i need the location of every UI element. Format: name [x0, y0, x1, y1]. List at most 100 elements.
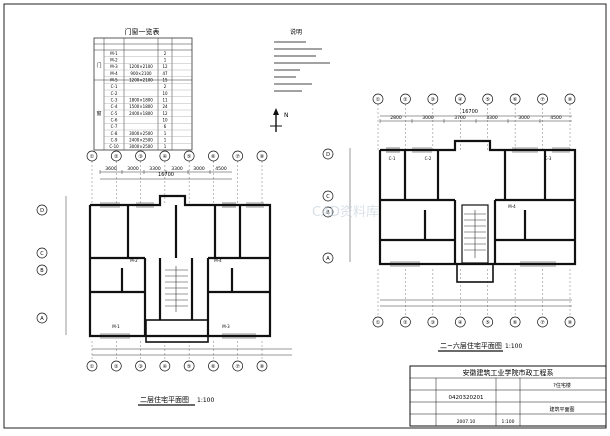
- table-row-qty: 12: [162, 111, 168, 116]
- dimension-label: 4500: [550, 115, 562, 121]
- axis-bubble: [322, 148, 334, 160]
- axis-label: A: [326, 256, 330, 262]
- project-name: ?住宅楼: [553, 382, 571, 389]
- table-row-code: C-1: [111, 84, 118, 89]
- axis-label: ⑥: [211, 154, 216, 160]
- table-row-qty: 24: [162, 104, 168, 109]
- axis-bubble: [208, 360, 219, 372]
- right-overall-width: 16700: [462, 109, 478, 115]
- drawing-number: 0420320201: [449, 395, 484, 401]
- axis-label: ①: [376, 320, 381, 326]
- axis-label: ④: [458, 97, 463, 103]
- table-row-size: 1500×1800: [129, 104, 153, 109]
- north-arrow: N: [270, 108, 289, 132]
- table-row-code: M-4: [110, 71, 118, 76]
- table-row-code: M-2: [110, 58, 118, 63]
- table-row-qty: 1: [164, 144, 167, 149]
- axis-label: ①: [376, 97, 381, 103]
- room-tag: C-3: [545, 156, 552, 161]
- table-row-code: C-5: [111, 111, 118, 116]
- axis-label: ②: [114, 154, 119, 160]
- room-tag: M-1: [112, 324, 120, 329]
- axis-label: ⑤: [187, 364, 191, 370]
- axis-label: ③: [138, 154, 142, 160]
- school-name: 安徽建筑工业学院市政工程系: [463, 368, 554, 377]
- axis-bubble: [564, 93, 576, 105]
- axis-label: D: [326, 152, 330, 158]
- table-row-code: C-8: [111, 131, 118, 136]
- axis-bubble: [232, 360, 244, 372]
- axis-bubble: [564, 316, 576, 328]
- axis-bubble: [159, 360, 171, 372]
- axis-bubble: [400, 316, 411, 328]
- table-row-code: M-1: [110, 51, 118, 56]
- room-tag: M-2: [130, 258, 138, 263]
- axis-bubble: [135, 360, 146, 372]
- axis-label: ③: [431, 97, 435, 103]
- sheet-border: [3, 3, 607, 429]
- left-plan-title: 二层住宅平面图: [140, 395, 189, 404]
- table-row-code: C-2: [111, 91, 118, 96]
- table-row-size: 1200×2100: [129, 64, 153, 69]
- axis-bubble: [36, 204, 48, 216]
- axis-bubble: [509, 93, 521, 105]
- table-row-code: C-7: [111, 124, 118, 129]
- left-overall-width: 16700: [158, 172, 174, 178]
- table-row-code: C-10: [109, 144, 119, 149]
- table-row-qty: 47: [162, 71, 168, 76]
- axis-label: ⑧: [260, 154, 265, 160]
- axis-label: ⑤: [187, 154, 191, 160]
- axis-bubble: [427, 316, 439, 328]
- table-row-qty: 10: [162, 118, 168, 123]
- title-date: 2007.10: [457, 419, 476, 425]
- axis-bubble: [110, 150, 122, 162]
- axis-label: ⑥: [513, 97, 518, 103]
- axis-label: B: [326, 210, 330, 216]
- axis-label: ⑦: [540, 97, 545, 103]
- axis-bubble: [86, 150, 98, 162]
- axis-label: ②: [114, 364, 119, 370]
- axis-label: ③: [431, 320, 435, 326]
- axis-bubble: [183, 150, 195, 162]
- axis-bubble: [454, 316, 466, 328]
- axis-bubble: [36, 312, 48, 324]
- notes-block: 说明: [274, 28, 330, 92]
- room-tag: M-4: [508, 204, 516, 209]
- axis-bubble: [322, 252, 334, 264]
- room-tag: M-4: [214, 258, 222, 263]
- axis-label: ⑦: [235, 154, 240, 160]
- left-plan-scale: 1:100: [197, 397, 214, 404]
- axis-bubble: [482, 316, 494, 328]
- group-window-label: 窗: [96, 110, 101, 117]
- room-tag: C-1: [389, 156, 396, 161]
- axis-label: D: [40, 208, 44, 214]
- axis-label: ①: [90, 364, 95, 370]
- table-title: 门窗一览表: [125, 27, 160, 36]
- axis-bubble: [427, 93, 439, 105]
- axis-bubble: [36, 264, 48, 276]
- right-plan-scale: 1:100: [505, 343, 522, 350]
- axis-bubble: [208, 150, 219, 162]
- axis-bubble: [482, 93, 494, 105]
- table-row-size: 900×2100: [130, 71, 152, 76]
- axis-bubble: [256, 360, 268, 372]
- table-row-size: 2400×2500: [129, 138, 153, 143]
- dimension-label: 3000: [518, 115, 530, 121]
- axis-label: B: [40, 268, 44, 274]
- axis-label: ④: [163, 154, 168, 160]
- table-row-qty: 1: [164, 58, 167, 63]
- axis-label: ⑧: [568, 320, 573, 326]
- table-row-code: C-3: [111, 98, 118, 103]
- axis-label: ⑥: [513, 320, 518, 326]
- table-row-qty: 1: [164, 131, 167, 136]
- table-row-qty: 15: [162, 78, 168, 83]
- table-row-code: C-6: [111, 118, 118, 123]
- axis-bubble: [135, 150, 146, 162]
- axis-bubble: [322, 190, 334, 202]
- axis-bubble: [537, 316, 548, 328]
- dimension-label: 4500: [215, 166, 227, 172]
- dimension-label: 3000: [127, 166, 139, 172]
